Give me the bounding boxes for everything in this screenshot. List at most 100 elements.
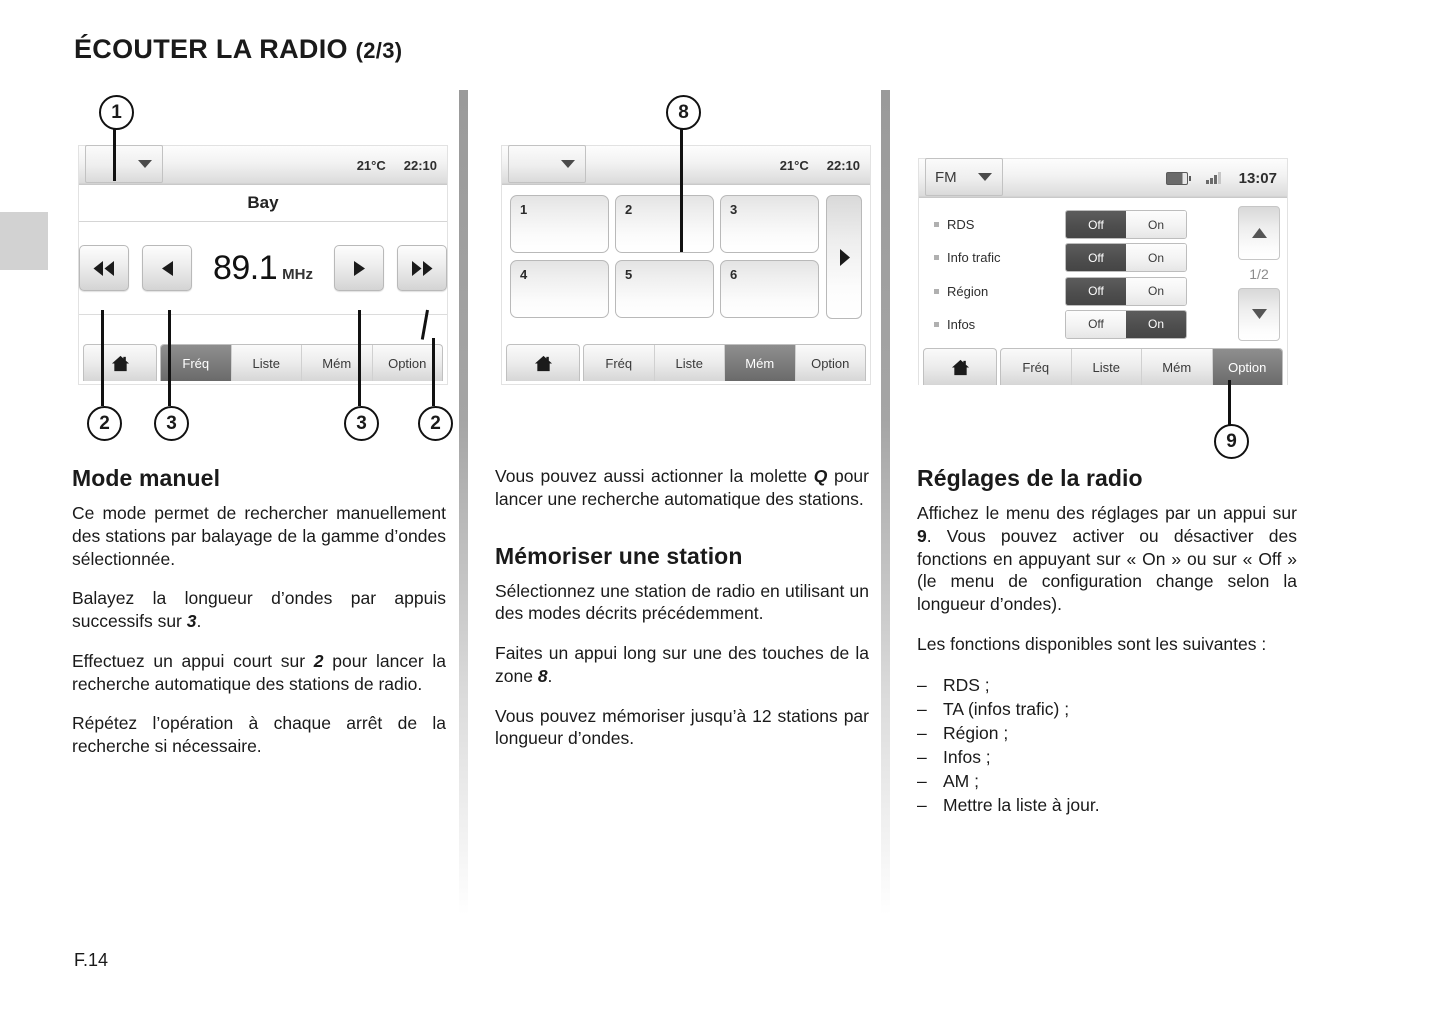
column-1-paragraph-1: Ce mode permet de rechercher manuellemen…	[72, 503, 446, 569]
fast-rewind-button[interactable]	[79, 245, 129, 291]
frequency-unit: MHz	[282, 265, 313, 283]
preset-button-2[interactable]: 2	[615, 195, 714, 253]
toggle-info-trafic[interactable]: Off On	[1065, 243, 1187, 273]
tab-option[interactable]: Option	[388, 355, 427, 371]
preset-button-3[interactable]: 3	[720, 195, 819, 253]
preset-button-6[interactable]: 6	[720, 260, 819, 318]
list-item: –Mettre la liste à jour.	[917, 793, 1297, 817]
bullet-icon	[934, 255, 939, 261]
frequency-value: 89.1	[212, 248, 278, 287]
home-button[interactable]	[83, 344, 157, 381]
preset-grid: 1 2 3 4 5 6	[510, 195, 819, 319]
preset-button-1[interactable]: 1	[510, 195, 609, 253]
tab-mem[interactable]: Mém	[1142, 349, 1213, 385]
list-item: –AM ;	[917, 769, 1297, 793]
tab-freq[interactable]: Fréq	[161, 345, 232, 381]
tab-freq[interactable]: Fréq	[1001, 349, 1072, 385]
preset-button-4[interactable]: 4	[510, 260, 609, 318]
list-item: –Infos ;	[917, 745, 1297, 769]
toggle-rds-on[interactable]: On	[1126, 211, 1186, 239]
toggle-info-trafic-off[interactable]: Off	[1066, 244, 1126, 272]
home-button[interactable]	[506, 344, 580, 381]
step-down-button[interactable]	[142, 245, 192, 291]
toggle-rds-off[interactable]: Off	[1066, 211, 1126, 239]
signal-icon	[1206, 172, 1221, 184]
tab-freq[interactable]: Fréq	[584, 345, 655, 381]
c1-p3-after: pour lancer la recherche automatique des…	[72, 650, 447, 694]
tab-option[interactable]: Option	[811, 355, 850, 371]
setting-row-region: Région Off On	[926, 275, 1232, 308]
step-up-button[interactable]	[334, 245, 384, 291]
preset-next-page-button[interactable]	[826, 195, 862, 319]
c1-p2-before: Balayez la longueur d’ondes par appuis s…	[72, 588, 446, 631]
column-3-heading: Réglages de la radio	[917, 465, 1143, 491]
list-item-label: RDS ;	[943, 674, 990, 695]
callout-3b-leader	[358, 310, 361, 406]
screen2-source-button[interactable]	[508, 145, 586, 183]
preset-button-5[interactable]: 5	[615, 260, 714, 318]
tab-mem[interactable]: Mém	[725, 345, 796, 381]
list-item-label: Région ;	[943, 722, 1009, 743]
list-item-label: Infos ;	[943, 746, 991, 767]
c1-p3-before: Effectuez un appui court sur	[72, 650, 314, 671]
home-icon	[111, 355, 129, 371]
toggle-info-trafic-on[interactable]: On	[1126, 244, 1186, 272]
radio-screen-presets[interactable]: 21°C 22:10 1 2 3 4 5 6	[501, 145, 871, 385]
list-item-label: Mettre la liste à jour.	[943, 795, 1100, 816]
radio-screen-manual-mode[interactable]: 21°C 22:10 Bay 89.1	[78, 145, 448, 385]
setting-label-region: Région	[947, 283, 989, 299]
callout-2a: 2	[87, 406, 122, 441]
screen2-status-right: 21°C 22:10	[780, 146, 860, 184]
column-3-paragraph-1: Affichez le menu des réglages par un app…	[917, 502, 1297, 616]
callout-8-leader	[680, 126, 683, 252]
c3-p1-ref: 9	[917, 525, 927, 546]
tab-liste[interactable]: Liste	[232, 345, 302, 381]
screen1-status-right: 21°C 22:10	[357, 146, 437, 184]
scroll-up-button[interactable]	[1238, 206, 1280, 260]
column-2-paragraph-2: Sélectionnez une station de radio en uti…	[495, 580, 869, 624]
column-divider-1	[459, 90, 468, 915]
screen1-tab-bar: Fréq Liste Mém Option	[79, 341, 447, 381]
setting-label-rds: RDS	[947, 217, 975, 233]
screen3-status-right: 13:07	[1166, 159, 1277, 197]
toggle-infos-off[interactable]: Off	[1066, 310, 1126, 338]
toggle-infos-on[interactable]: On	[1126, 310, 1186, 338]
screen1-source-button[interactable]	[85, 145, 163, 183]
setting-row-info-trafic: Info trafic Off On	[926, 241, 1232, 274]
screen3-source-button[interactable]: FM	[925, 158, 1003, 196]
callout-3a-leader	[168, 310, 171, 406]
screen3-source-label: FM	[935, 168, 957, 186]
screen1-clock: 22:10	[403, 157, 437, 173]
screen1-temperature: 21°C	[356, 157, 386, 173]
toggle-region-on[interactable]: On	[1126, 277, 1186, 305]
tab-mem[interactable]: Mém	[302, 345, 373, 381]
chevron-down-icon	[138, 160, 152, 168]
page-title-main: ÉCOUTER LA RADIO	[74, 34, 348, 64]
home-button[interactable]	[923, 348, 997, 385]
toggle-region-off[interactable]: Off	[1066, 277, 1126, 305]
c2-p3-ref: 8	[537, 665, 548, 686]
toggle-rds[interactable]: Off On	[1065, 210, 1187, 240]
callout-1-leader	[113, 126, 116, 181]
setting-row-infos: Infos Off On	[926, 308, 1232, 341]
tab-option[interactable]: Option	[1212, 349, 1282, 385]
radio-screen-settings[interactable]: FM 13:07 RDS Off On	[918, 158, 1288, 385]
tab-liste[interactable]: Liste	[655, 345, 725, 381]
setting-label-info-trafic: Info trafic	[947, 250, 1001, 266]
chevron-right-icon	[839, 248, 850, 266]
preset-area: 1 2 3 4 5 6	[502, 185, 870, 321]
screen3-clock: 13:07	[1238, 169, 1277, 187]
toggle-region[interactable]: Off On	[1065, 276, 1187, 306]
column-2-paragraph-4: Vous pouvez mémoriser jusqu’à 12 station…	[495, 705, 869, 749]
scroll-down-button[interactable]	[1238, 287, 1280, 341]
callout-3b: 3	[344, 406, 379, 441]
column-3-text: Réglages de la radio Affichez le menu de…	[917, 465, 1297, 817]
tab-liste[interactable]: Liste	[1072, 349, 1142, 385]
callout-2b: 2	[418, 406, 453, 441]
dash-marker: –	[917, 771, 927, 792]
list-item: –RDS ;	[917, 673, 1297, 697]
list-item: –Région ;	[917, 721, 1297, 745]
fast-forward-button[interactable]	[397, 245, 447, 291]
toggle-infos[interactable]: Off On	[1065, 309, 1187, 339]
page-footer: F.14	[74, 950, 109, 970]
